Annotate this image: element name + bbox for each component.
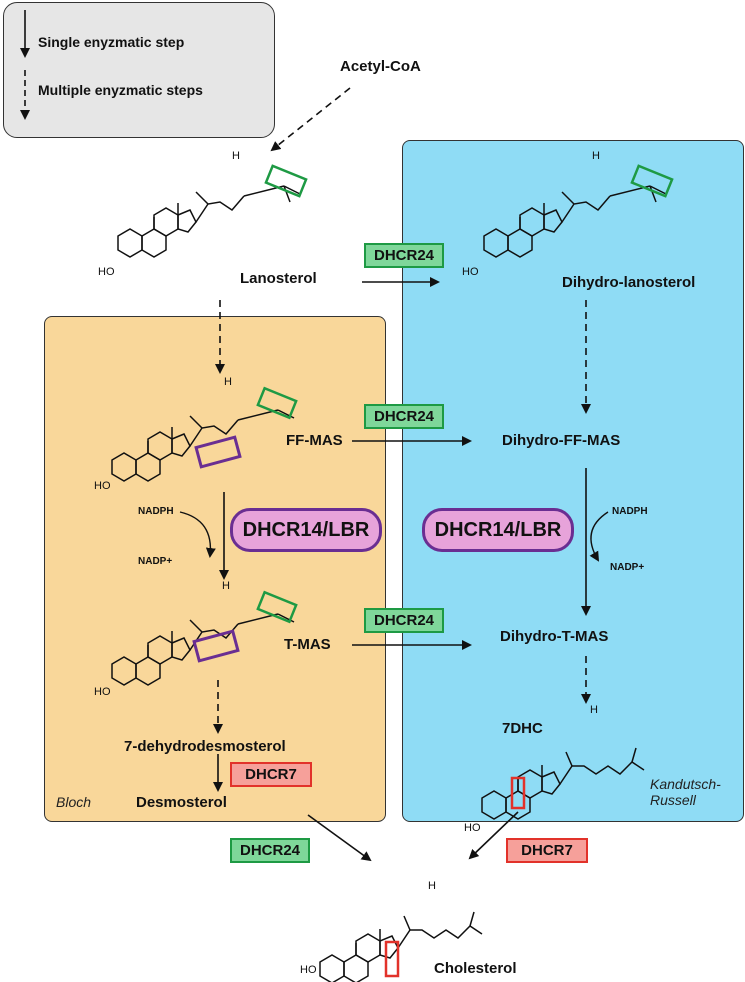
legend-multiple-label: Multiple enyzmatic steps: [38, 82, 203, 98]
cholesterol-ho: HO: [300, 964, 317, 976]
dhcr24-badge-desmosterol: DHCR24: [230, 838, 310, 863]
lanosterol-ho: HO: [98, 266, 115, 278]
tmas-structure: [111, 590, 298, 686]
desmosterol-label: Desmosterol: [136, 794, 227, 811]
dihydro-lanosterol-marker: [630, 164, 674, 198]
nadph-label-right: NADPH: [612, 506, 648, 517]
cofactor-arrow-right: [589, 511, 609, 562]
7dhc-h: H: [590, 704, 598, 716]
tmas-label: T-MAS: [284, 636, 331, 653]
legend-box: [3, 2, 275, 138]
legend-single-label: Single enyzmatic step: [38, 34, 185, 50]
dihydro-tmas-label: Dihydro-T-MAS: [500, 628, 609, 645]
7dhc-ho: HO: [464, 822, 481, 834]
bloch-panel-label: Bloch: [56, 794, 92, 810]
ffmas-green-marker: [256, 386, 298, 420]
lanosterol-label: Lanosterol: [240, 270, 317, 287]
dihydro-ffmas-label: Dihydro-FF-MAS: [502, 432, 621, 449]
dhcr7-badge-kandutsch: DHCR7: [506, 838, 588, 863]
7dhc-label: 7DHC: [502, 720, 543, 737]
dihydro-lanosterol-ho: HO: [462, 266, 479, 278]
tmas-purple-marker: [192, 629, 240, 663]
cofactor-arrow-left: [179, 511, 216, 558]
tmas-ho: HO: [94, 686, 111, 698]
lanosterol-structure: [117, 164, 308, 258]
acetyl-coa-label: Acetyl-CoA: [340, 58, 421, 75]
arrow-7dhc-to-cholesterol: [468, 811, 519, 860]
nadph-label-left: NADPH: [138, 506, 174, 517]
kandutsch-russell-pathway-panel: [402, 140, 744, 822]
dhcr7-badge-bloch: DHCR7: [230, 762, 312, 787]
nadp-label-left: NADP+: [138, 556, 173, 567]
ffmas-structure: [111, 386, 298, 482]
cholesterol-label: Cholesterol: [434, 960, 517, 977]
dhcr14-badge-kandutsch: DHCR14/LBR: [422, 508, 574, 552]
dhcr24-badge-tmas: DHCR24: [364, 608, 444, 633]
arrow-desmosterol-to-cholesterol: [307, 814, 372, 862]
dihydro-lanosterol-structure: [483, 164, 674, 258]
ffmas-purple-marker: [194, 435, 242, 469]
bloch-pathway-panel: [44, 316, 386, 822]
dhcr14-badge-bloch: DHCR14/LBR: [230, 508, 382, 552]
nadp-label-right: NADP+: [610, 562, 645, 573]
cholesterol-h: H: [428, 880, 436, 892]
lanosterol-h: H: [232, 150, 240, 162]
tmas-green-marker: [256, 590, 298, 624]
lanosterol-double-bond-marker: [264, 164, 308, 198]
dihydro-lanosterol-label: Dihydro-lanosterol: [562, 274, 696, 291]
tmas-h: H: [222, 580, 230, 592]
dihydro-lanosterol-h: H: [592, 150, 600, 162]
dhcr24-badge-lanosterol: DHCR24: [364, 243, 444, 268]
cholesterol-structure: [319, 911, 483, 982]
7dhc-structure: [481, 747, 645, 820]
7-dehydrodesmosterol-label: 7-dehydrodesmosterol: [124, 738, 286, 755]
7dhc-red-marker: [510, 776, 526, 810]
cholesterol-red-marker: [384, 940, 400, 978]
ffmas-ho: HO: [94, 480, 111, 492]
dhcr24-badge-ffmas: DHCR24: [364, 404, 444, 429]
kandutsch-panel-label: Kandutsch- Russell: [650, 776, 721, 808]
ffmas-h: H: [224, 376, 232, 388]
arrow-acetyl-to-lanosterol: [270, 87, 351, 152]
ffmas-label: FF-MAS: [286, 432, 343, 449]
